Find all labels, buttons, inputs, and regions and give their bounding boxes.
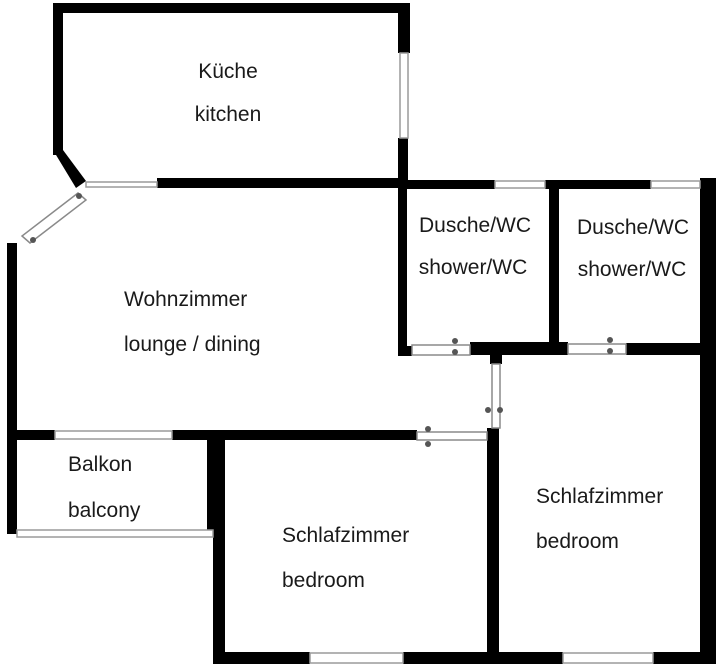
shower-top-wall-left [398,180,495,189]
balcony-right-wall [207,440,217,536]
room-labels: Küche kitchen Dusche/WC shower/WC Dusche… [68,60,689,592]
shower1-door [411,338,471,356]
kitchen-diagonal-wall [53,150,86,188]
corridor-door [485,363,503,429]
kitchen-label-en: kitchen [195,103,262,126]
kitchen-bottom-wall [157,178,407,188]
corridor-upper-wall [490,350,502,364]
windows [16,52,701,664]
shower-top-wall-mid [545,180,651,189]
bedroom1-label-de: Schlafzimmer [282,524,409,547]
bedroom2-label-en: bedroom [536,530,619,553]
lounge-top-window [85,181,158,188]
balcony-top-wall-left [7,430,55,440]
shower2-window [650,180,701,189]
balcony-label-en: balcony [68,499,141,522]
shower-bottom-wall-right [626,343,710,355]
lounge-bottom-wall [172,430,417,440]
shower2-door [567,337,627,355]
balcony-door-window [54,430,173,440]
bedroom1-label-en: bedroom [282,569,365,592]
kitchen-right-wall-lower [398,138,408,186]
bottom-wall-mid [403,652,563,664]
shower1-label-en: shower/WC [419,256,528,279]
shower-bottom-wall-left [398,346,412,356]
entrance-door [20,192,88,244]
walls [7,3,716,664]
kitchen-right-wall-upper [398,3,410,53]
balcony-label-de: Balkon [68,453,132,476]
outer-left-wall [7,243,17,534]
shower2-label-en: shower/WC [578,258,687,281]
lounge-label-en: lounge / dining [124,333,261,356]
bedroom1-bottom-wall-left [213,652,310,664]
shower-divider-wall [549,180,559,353]
bedroom1-door [416,426,488,447]
shower1-label-de: Dusche/WC [419,214,531,237]
bedroom2-window [562,652,654,664]
kitchen-top-wall [53,3,410,13]
kitchen-window [399,52,409,139]
bedroom1-left-wall [213,440,225,664]
bottom-wall-right [653,652,716,664]
doors [20,192,627,447]
lounge-label-de: Wohnzimmer [124,288,247,311]
shower2-label-de: Dusche/WC [577,216,689,239]
bedroom1-window [309,652,404,664]
kitchen-label-de: Küche [198,60,258,83]
bedroom2-left-wall [487,428,499,664]
shower1-window [494,180,546,189]
shower1-left-wall [398,180,407,356]
shower-bottom-wall-mid [470,342,568,355]
bedroom2-label-de: Schlafzimmer [536,485,663,508]
outer-right-wall [700,178,716,664]
kitchen-left-wall [53,3,63,155]
balcony-railing [16,529,214,538]
